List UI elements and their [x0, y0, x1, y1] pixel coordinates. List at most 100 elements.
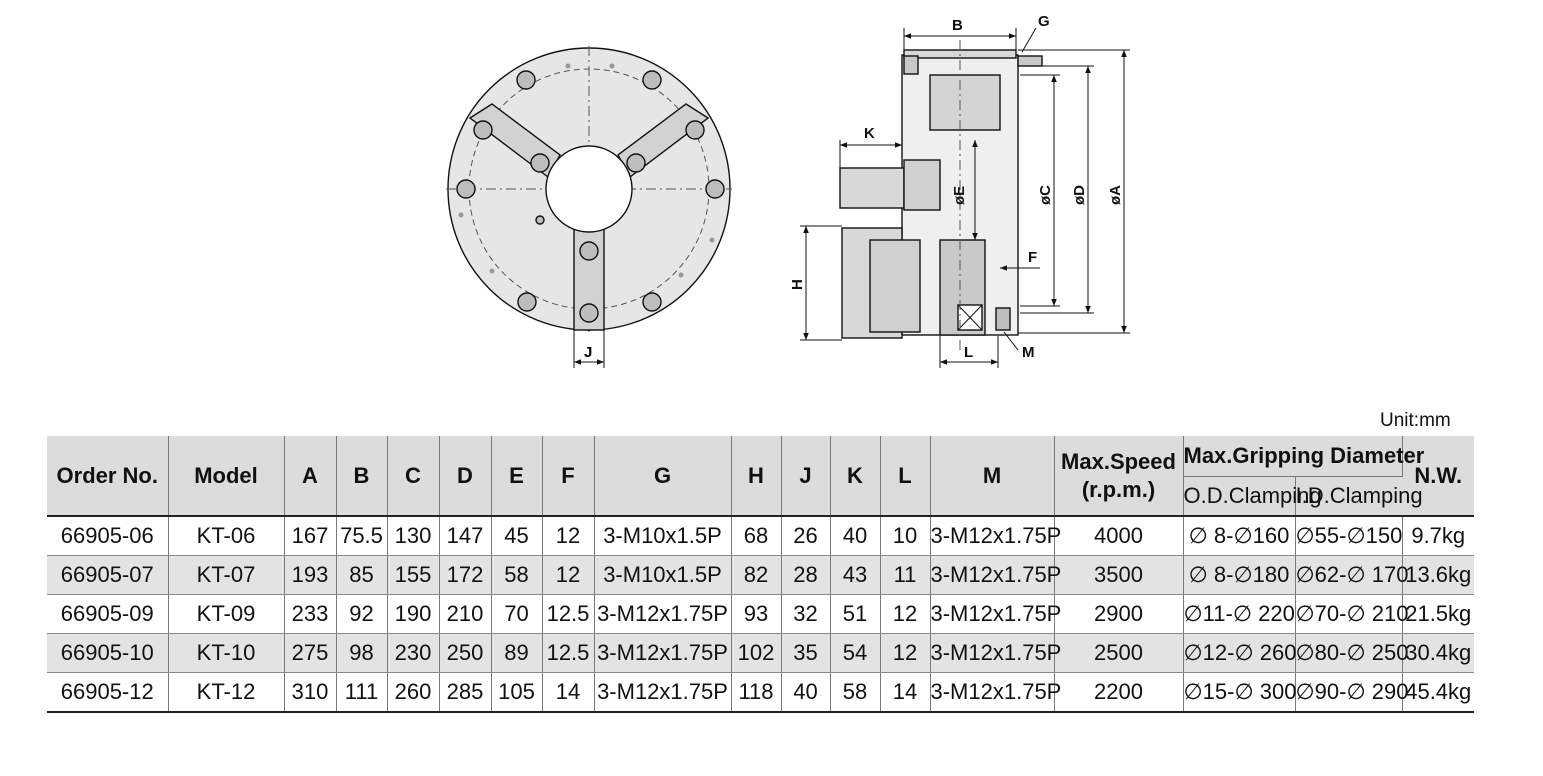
spec-table: Order No. Model A B C D E F G H J K L M … — [47, 436, 1474, 713]
dim-label-d: øD — [1071, 185, 1088, 205]
dim-label-e: øE — [951, 186, 968, 205]
header-b: B — [336, 436, 388, 517]
cell-g: 3-M12x1.75P — [594, 672, 732, 713]
cell-m: 3-M12x1.75P — [930, 672, 1061, 713]
cell-l: 14 — [880, 672, 931, 713]
cell-l: 11 — [880, 555, 931, 595]
cell-a: 193 — [284, 555, 337, 595]
cell-f: 12.5 — [542, 594, 595, 634]
header-j: J — [781, 436, 831, 517]
table-row: 66905-10 KT-10 275 98 230 250 89 12.5 3-… — [47, 633, 1474, 673]
cell-b: 92 — [336, 594, 388, 634]
cell-a: 310 — [284, 672, 337, 713]
header-d: D — [439, 436, 492, 517]
cell-id: ∅80-∅ 250 — [1295, 633, 1408, 673]
dim-label-g: G — [1038, 13, 1050, 30]
cell-b: 111 — [336, 672, 388, 713]
cell-id: ∅90-∅ 290 — [1295, 672, 1408, 713]
cell-speed: 2500 — [1054, 633, 1184, 673]
cell-g: 3-M12x1.75P — [594, 594, 732, 634]
cell-speed: 3500 — [1054, 555, 1184, 595]
cell-j: 32 — [781, 594, 831, 634]
cell-id: ∅55-∅150 — [1295, 516, 1403, 556]
cell-k: 51 — [830, 594, 881, 634]
cell-k: 54 — [830, 633, 881, 673]
table-row: 66905-07 KT-07 193 85 155 172 58 12 3-M1… — [47, 555, 1474, 595]
header-a: A — [284, 436, 337, 517]
cell-m: 3-M12x1.75P — [930, 633, 1061, 673]
cell-m: 3-M12x1.75P — [930, 594, 1061, 634]
cell-d: 147 — [439, 516, 492, 556]
cell-j: 28 — [781, 555, 831, 595]
cell-model: KT-09 — [168, 594, 285, 634]
cell-d: 250 — [439, 633, 492, 673]
cell-h: 68 — [731, 516, 782, 556]
cell-e: 105 — [491, 672, 543, 713]
cell-od: ∅11-∅ 220 — [1183, 594, 1296, 634]
unit-label: Unit:mm — [1380, 410, 1451, 431]
cell-g: 3-M10x1.5P — [594, 555, 732, 595]
cell-model: KT-07 — [168, 555, 285, 595]
header-c: C — [387, 436, 440, 517]
dim-label-a: øA — [1107, 185, 1124, 205]
cell-d: 172 — [439, 555, 492, 595]
cell-model: KT-12 — [168, 672, 285, 713]
dim-label-b: B — [952, 17, 963, 34]
cell-g: 3-M12x1.75P — [594, 633, 732, 673]
cell-d: 285 — [439, 672, 492, 713]
dim-label-h: H — [789, 279, 806, 290]
cell-order: 66905-10 — [47, 633, 169, 673]
cell-l: 12 — [880, 633, 931, 673]
cell-a: 167 — [284, 516, 337, 556]
cell-order: 66905-12 — [47, 672, 169, 713]
cell-c: 130 — [387, 516, 440, 556]
cell-od: ∅12-∅ 260 — [1183, 633, 1296, 673]
technical-drawing: J — [446, 13, 1130, 368]
cell-f: 12 — [542, 516, 595, 556]
cell-e: 70 — [491, 594, 543, 634]
header-l: L — [880, 436, 931, 517]
cell-od: ∅ 8-∅160 — [1183, 516, 1296, 556]
cell-id: ∅70-∅ 210 — [1295, 594, 1408, 634]
cell-l: 12 — [880, 594, 931, 634]
header-g: G — [594, 436, 732, 517]
cell-c: 190 — [387, 594, 440, 634]
cell-nw: 21.5kg — [1402, 594, 1474, 634]
dim-label-j: J — [584, 344, 592, 361]
cell-order: 66905-09 — [47, 594, 169, 634]
cell-e: 45 — [491, 516, 543, 556]
cell-a: 233 — [284, 594, 337, 634]
cell-m: 3-M12x1.75P — [930, 516, 1061, 556]
header-h: H — [731, 436, 782, 517]
header-id-clamping: I.D.Clamping — [1295, 476, 1423, 517]
header-k: K — [830, 436, 881, 517]
cell-id: ∅62-∅ 170 — [1295, 555, 1408, 595]
cell-b: 85 — [336, 555, 388, 595]
cell-d: 210 — [439, 594, 492, 634]
cell-k: 43 — [830, 555, 881, 595]
cell-order: 66905-07 — [47, 555, 169, 595]
table-row: 66905-09 KT-09 233 92 190 210 70 12.5 3-… — [47, 594, 1474, 634]
cell-h: 102 — [731, 633, 782, 673]
cell-od: ∅15-∅ 300 — [1183, 672, 1296, 713]
header-nw: N.W. — [1402, 436, 1474, 517]
cell-od: ∅ 8-∅180 — [1183, 555, 1296, 595]
cell-b: 98 — [336, 633, 388, 673]
cell-nw: 30.4kg — [1402, 633, 1474, 673]
cell-speed: 2200 — [1054, 672, 1184, 713]
header-od-clamping: O.D.Clamping — [1183, 476, 1322, 517]
cell-b: 75.5 — [336, 516, 388, 556]
cell-order: 66905-06 — [47, 516, 169, 556]
dim-label-k: K — [864, 125, 875, 142]
cell-f: 14 — [542, 672, 595, 713]
cell-speed: 2900 — [1054, 594, 1184, 634]
header-model: Model — [168, 436, 285, 517]
dim-label-f: F — [1028, 249, 1037, 266]
cell-k: 58 — [830, 672, 881, 713]
dim-label-c: øC — [1037, 185, 1054, 205]
header-f: F — [542, 436, 595, 517]
cell-e: 58 — [491, 555, 543, 595]
cell-j: 40 — [781, 672, 831, 713]
cell-speed: 4000 — [1054, 516, 1184, 556]
cell-c: 230 — [387, 633, 440, 673]
